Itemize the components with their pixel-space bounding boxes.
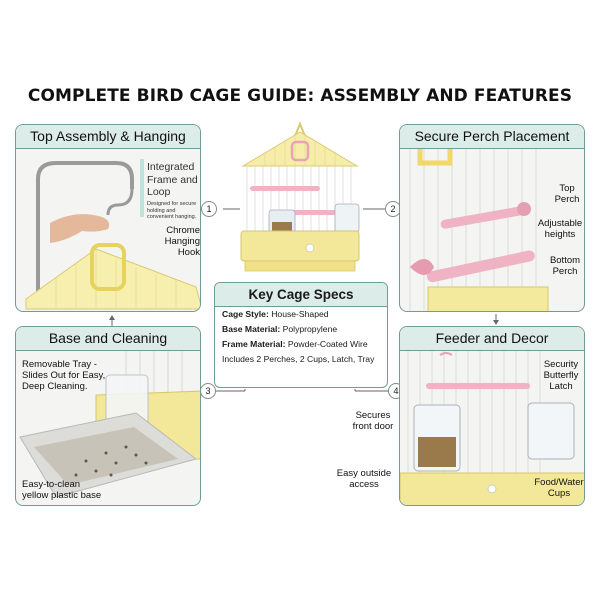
feeder-art [400,351,584,505]
label-butterfly-latch: Security Butterfly Latch [543,359,579,392]
spec-value: House-Shaped [271,309,329,319]
panel-top-assembly-heading: Top Assembly & Hanging [16,125,200,149]
cage-illustration [240,121,360,272]
label-food-water-cups: Food/Water Cups [534,477,584,499]
tray-art [19,351,200,498]
page-title: COMPLETE BIRD CAGE GUIDE: ASSEMBLY AND F… [27,86,573,106]
spec-row: Base Material: Polypropylene [215,322,387,337]
panel-feeder-heading: Feeder and Decor [400,327,584,351]
label-adjustable-heights: Adjustable heights [537,218,583,240]
spec-key: Base Material: [222,324,281,334]
label-top-perch: Top Perch [554,183,580,205]
panel-feeder: Feeder and Decor Security Butterfly Latc… [399,326,585,506]
label-outside-access-outer: Easy outside access [336,468,392,490]
label-yellow-base: Easy-to-clean yellow plastic base [22,479,102,501]
badge-1: 1 [201,201,217,217]
spec-key: Frame Material: [222,339,286,349]
label-bottom-perch: Bottom Perch [549,255,581,277]
label-removable-tray: Removable Tray - Slides Out for Easy, De… [22,359,106,392]
specs-heading: Key Cage Specs [215,283,387,307]
spec-key: Cage Style: [222,309,269,319]
panel-base: Base and Cleaning Removable Tray - Slide… [15,326,201,506]
label-integrated-note: Designed for secure holding and convenie… [147,201,197,220]
panel-perch: Secure Perch Placement Top Perch Adjusta… [399,124,585,312]
spec-row: Includes 2 Perches, 2 Cups, Latch, Tray [215,352,387,367]
perch-art [409,149,549,311]
spec-row: Frame Material: Powder-Coated Wire [215,337,387,352]
label-chrome-hook: Chrome Hanging Hook [164,225,200,258]
label-integrated-frame: Integrated Frame and Loop [147,161,198,198]
hanging-hook-art [25,159,200,310]
badge-3: 3 [200,383,216,399]
spec-row: Cage Style: House-Shaped [215,307,387,322]
panel-base-heading: Base and Cleaning [16,327,200,351]
spec-value: Polypropylene [282,324,338,334]
key-cage-specs: Key Cage Specs Cage Style: House-Shaped … [214,282,388,388]
label-front-door-outer: Secures front door [352,410,394,432]
panel-perch-heading: Secure Perch Placement [400,125,584,149]
spec-value: Powder-Coated Wire [287,339,368,349]
spec-value: Includes 2 Perches, 2 Cups, Latch, Tray [222,354,375,364]
panel-top-assembly: Top Assembly & Hanging Integrated Frame … [15,124,201,312]
